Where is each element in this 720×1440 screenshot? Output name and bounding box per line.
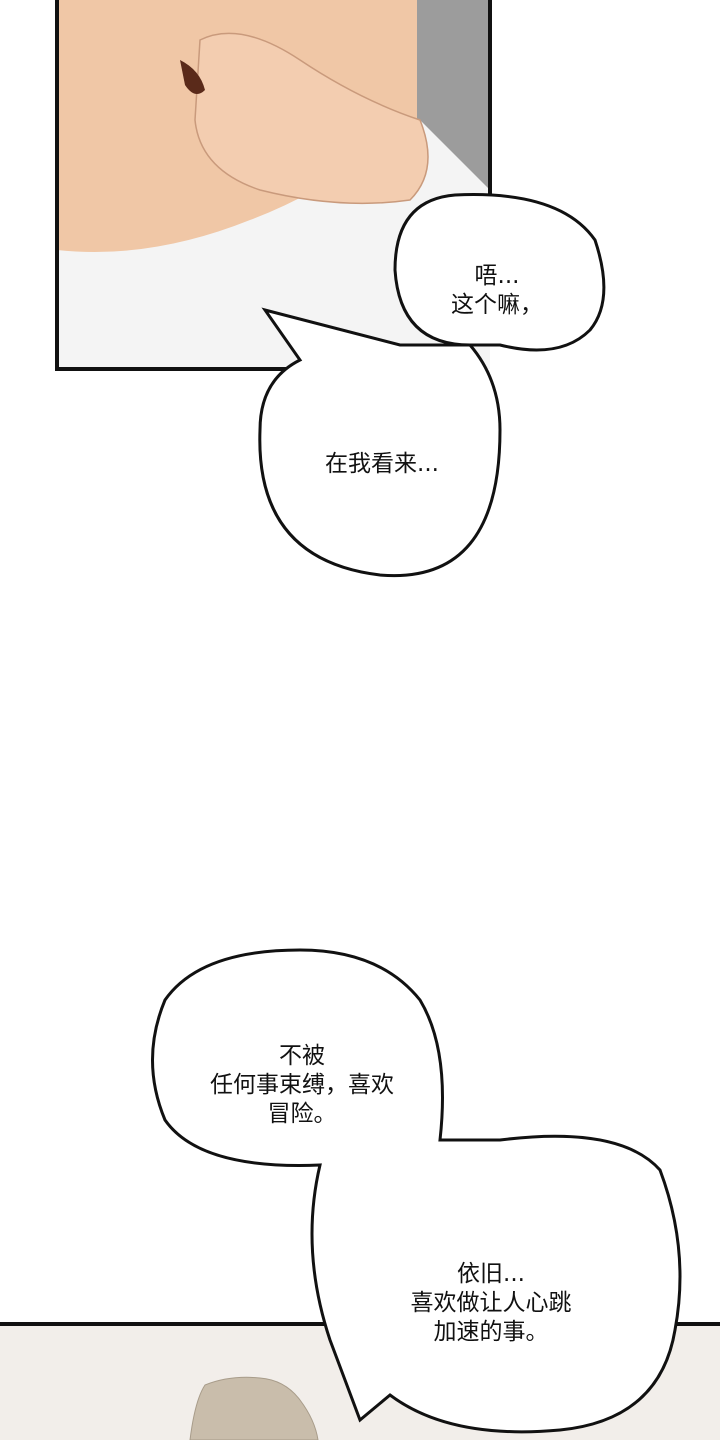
text-line: 在我看来... bbox=[325, 451, 439, 477]
text-line: 不被 bbox=[279, 1043, 325, 1069]
text-line: 喜欢做让人心跳 bbox=[410, 1290, 572, 1316]
speech-bubble-1 bbox=[258, 193, 606, 578]
speech-bubble-2 bbox=[151, 948, 682, 1434]
text-line: 依旧... bbox=[457, 1261, 525, 1287]
top-panel-art bbox=[55, 0, 492, 371]
text-line: 任何事束缚，喜欢 bbox=[210, 1072, 394, 1098]
bubble-4-text: 依旧... 喜欢做让人心跳加速的事。 bbox=[411, 1260, 572, 1347]
text-line: 这个嘛， bbox=[451, 292, 543, 318]
text-line: 冒险。 bbox=[267, 1101, 337, 1127]
bubble-3-text: 不被任何事束缚，喜欢冒险。 bbox=[210, 1042, 394, 1129]
bubble-1-text: 唔... 这个嘛， bbox=[451, 262, 543, 320]
text-line: 唔... bbox=[474, 263, 520, 289]
text-line: 加速的事。 bbox=[433, 1319, 549, 1345]
bubble-2-text: 在我看来... bbox=[325, 450, 439, 479]
